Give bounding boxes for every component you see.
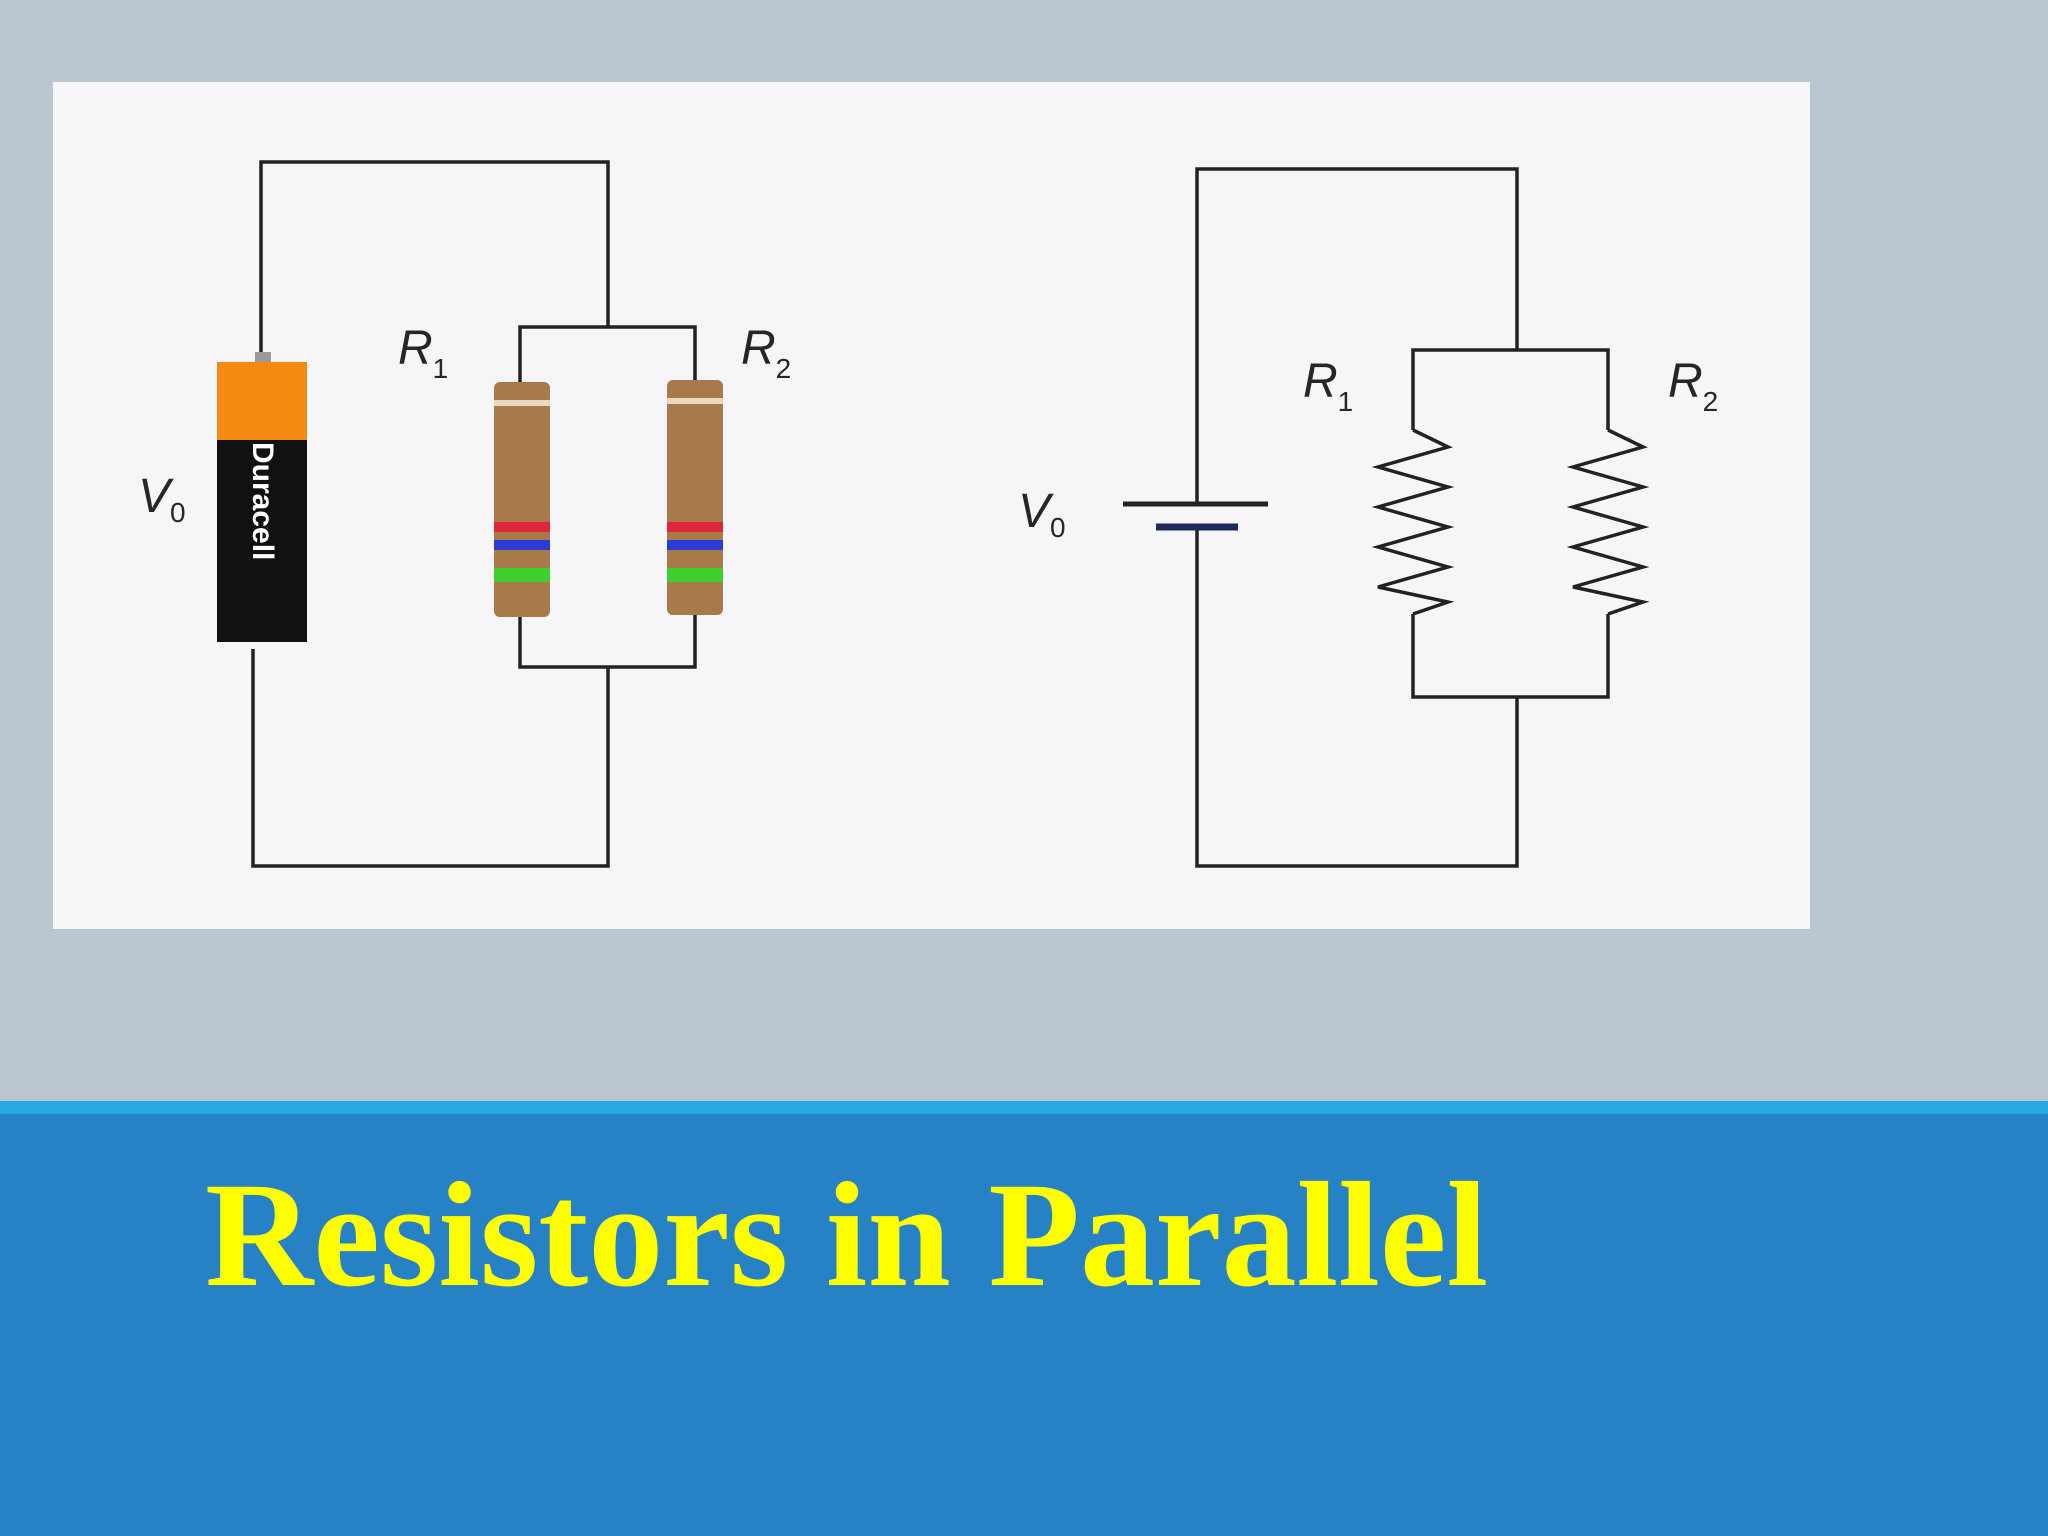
battery: Duracell bbox=[217, 352, 307, 642]
schematic-circuit: V0 R1 R2 bbox=[1018, 167, 1718, 868]
resistor-r2-band-1 bbox=[667, 522, 723, 532]
battery-label: V0 bbox=[138, 470, 186, 528]
title-band-accent bbox=[0, 1101, 2048, 1114]
resistor-r1-band-2 bbox=[494, 540, 550, 550]
title-band bbox=[0, 1101, 2048, 1536]
resistor-r1-band-3 bbox=[494, 568, 550, 582]
resistor-r2-band-3 bbox=[667, 568, 723, 582]
resistor-r1-label: R1 bbox=[398, 322, 448, 384]
source-label: V0 bbox=[1018, 485, 1066, 543]
battery-top bbox=[217, 362, 307, 442]
pictorial-wires bbox=[251, 160, 697, 868]
schematic-resistor-r2 bbox=[1566, 428, 1650, 616]
schematic-wires bbox=[1195, 167, 1610, 868]
schematic-resistor-r1 bbox=[1371, 428, 1455, 616]
schematic-r2-label: R2 bbox=[1668, 355, 1718, 417]
resistor-r1 bbox=[494, 382, 550, 617]
battery-terminal bbox=[255, 352, 271, 364]
circuit-diagrams: Duracell V0 R1 bbox=[138, 160, 1718, 868]
resistor-r2-end-band bbox=[667, 398, 723, 404]
resistor-r1-body bbox=[494, 382, 550, 617]
schematic-r1-label: R1 bbox=[1303, 355, 1353, 417]
resistor-r2-band-2 bbox=[667, 540, 723, 550]
battery-body bbox=[217, 440, 307, 642]
battery-brand: Duracell bbox=[246, 442, 279, 560]
slide-title: Resistors in Parallel bbox=[205, 1152, 1489, 1318]
pictorial-circuit: Duracell V0 R1 bbox=[138, 160, 791, 868]
circuit-figure: Duracell V0 R1 bbox=[53, 82, 1810, 929]
resistor-r2-label: R2 bbox=[741, 322, 791, 384]
resistor-r2 bbox=[667, 380, 723, 615]
resistor-r2-body bbox=[667, 380, 723, 615]
resistor-r1-band-1 bbox=[494, 522, 550, 532]
resistor-r1-end-band bbox=[494, 400, 550, 406]
battery-symbol bbox=[1123, 501, 1268, 531]
